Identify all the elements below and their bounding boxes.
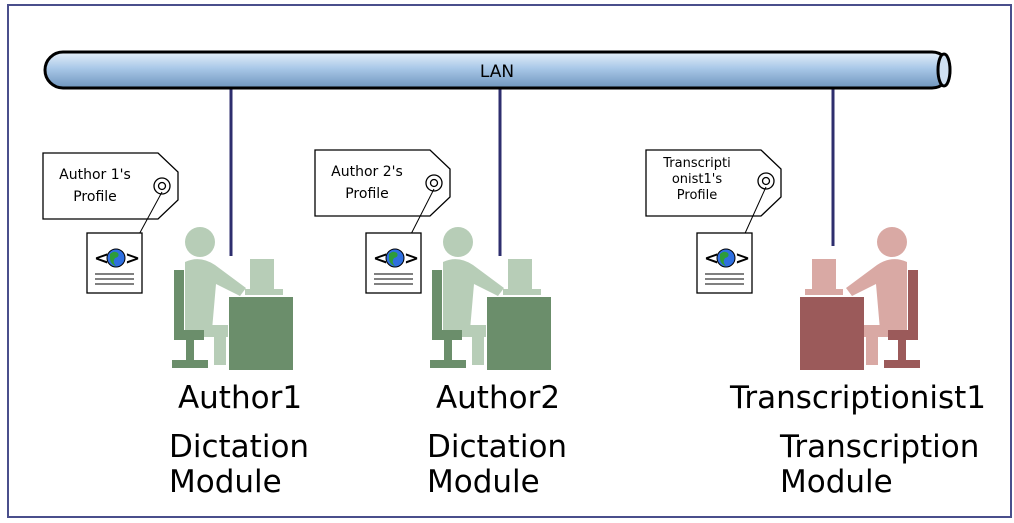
xml-document-icon: < > bbox=[365, 232, 422, 294]
profile-label-line3: Profile bbox=[677, 188, 717, 203]
module-label-line1: Transcription bbox=[779, 429, 979, 465]
profile-label-line1: Transcripti bbox=[662, 156, 730, 171]
module-label-line2: Module bbox=[780, 464, 893, 500]
profile-label-line2: Profile bbox=[73, 189, 117, 205]
workstation-transcriptionist1: Transcripti onist1's Profile < > bbox=[645, 149, 986, 500]
transcriptionist1-workstation-figure bbox=[800, 227, 920, 370]
station-name: Author2 bbox=[436, 380, 560, 416]
workstation-author1: Author 1's Profile < > bbox=[42, 152, 309, 500]
tag-icon: Transcripti onist1's Profile bbox=[645, 149, 782, 217]
module-label-line1: Dictation bbox=[427, 429, 567, 465]
station-name: Transcriptionist1 bbox=[729, 380, 986, 416]
lan-pipe: LAN bbox=[43, 50, 952, 90]
tag-icon: Author 2's Profile bbox=[314, 149, 451, 217]
svg-text:>: > bbox=[125, 248, 140, 269]
profile-label-line1: Author 2's bbox=[331, 164, 403, 180]
profile-label-line2: Profile bbox=[345, 186, 389, 202]
author1-workstation-figure bbox=[172, 227, 293, 370]
svg-text:>: > bbox=[735, 248, 750, 269]
xml-document-icon: < > bbox=[86, 232, 143, 294]
profile-label-line1: Author 1's bbox=[59, 167, 131, 183]
profile-label-line2: onist1's bbox=[672, 172, 723, 187]
tag-icon: Author 1's Profile bbox=[42, 152, 179, 220]
workstation-author2: Author 2's Profile < > bbox=[314, 149, 567, 500]
station-name: Author1 bbox=[178, 380, 302, 416]
svg-text:<: < bbox=[373, 248, 388, 269]
module-label-line2: Module bbox=[169, 464, 282, 500]
xml-document-icon: < > bbox=[696, 232, 753, 294]
module-label-line1: Dictation bbox=[169, 429, 309, 465]
svg-text:>: > bbox=[404, 248, 419, 269]
svg-text:<: < bbox=[94, 248, 109, 269]
svg-text:<: < bbox=[704, 248, 719, 269]
author2-workstation-figure bbox=[430, 227, 551, 370]
lan-label: LAN bbox=[480, 62, 514, 82]
module-label-line2: Module bbox=[427, 464, 540, 500]
